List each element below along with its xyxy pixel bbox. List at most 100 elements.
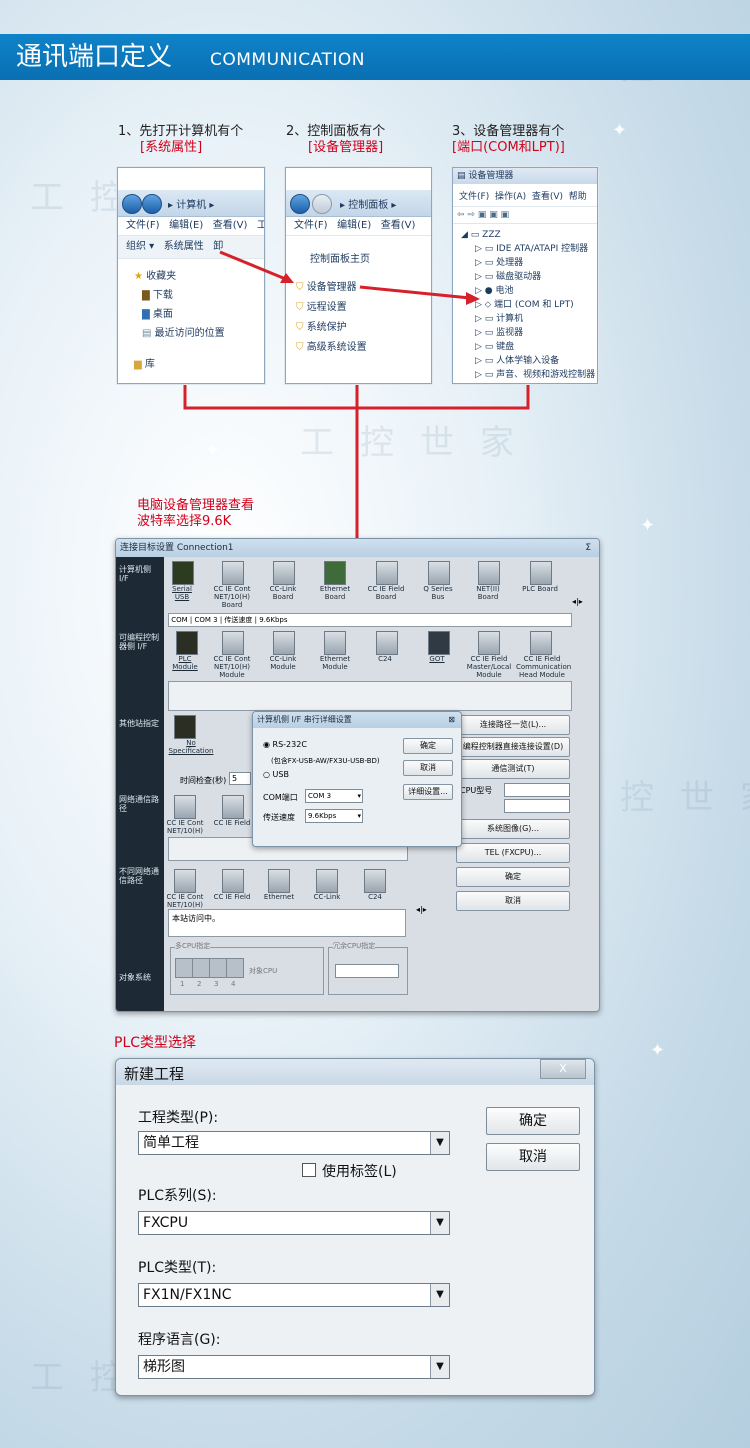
- got-icon[interactable]: [428, 631, 450, 655]
- diff-route-icon[interactable]: [364, 869, 386, 893]
- dm-item[interactable]: ▷ ▭ 监视器: [475, 328, 524, 338]
- tel-fxcpu-button[interactable]: TEL (FXCPU)...: [456, 843, 570, 863]
- other-station-icon[interactable]: [174, 715, 196, 739]
- diff-route-icon[interactable]: [268, 869, 290, 893]
- back-icon[interactable]: [290, 194, 310, 214]
- serial-usb-icon[interactable]: [172, 561, 194, 585]
- plc-module-icon[interactable]: [176, 631, 198, 655]
- serial-cancel-button[interactable]: 取消: [403, 760, 453, 776]
- dm-item[interactable]: ▷ ▭ 声音、视频和游戏控制器: [475, 370, 596, 380]
- ok-button[interactable]: 确定: [486, 1107, 580, 1135]
- dm-item[interactable]: ▷ ▭ 键盘: [475, 342, 515, 352]
- back-icon[interactable]: ⇦: [457, 210, 465, 220]
- menu-help[interactable]: 帮助: [568, 192, 587, 202]
- time-check-input[interactable]: 5: [229, 772, 251, 785]
- scan-icon[interactable]: ▣: [500, 210, 510, 220]
- close-icon[interactable]: ⊠: [448, 715, 455, 724]
- program-language-select[interactable]: 梯形图▼: [138, 1355, 450, 1379]
- q-series-bus-icon[interactable]: [428, 561, 450, 585]
- menu-view[interactable]: 查看(V): [380, 220, 416, 231]
- cpu-slot[interactable]: [226, 958, 244, 978]
- ethernet-board-icon[interactable]: [324, 561, 346, 585]
- net-ii-board-icon[interactable]: [478, 561, 500, 585]
- downloads-item[interactable]: ▇ 下载: [142, 290, 173, 301]
- c24-icon[interactable]: [376, 631, 398, 655]
- close-icon[interactable]: X: [540, 1059, 586, 1079]
- forward-icon[interactable]: ⇨: [467, 210, 475, 220]
- com-port-select[interactable]: COM 3▾: [305, 789, 363, 803]
- menu-file[interactable]: 文件(F): [126, 220, 160, 231]
- dm-root[interactable]: ◢ ▭ ZZZ: [461, 230, 501, 240]
- dm-item[interactable]: ▷ ▭ 计算机: [475, 314, 524, 324]
- dm-item[interactable]: ▷ ▭ 磁盘驱动器: [475, 272, 542, 282]
- cc-link-module-icon[interactable]: [273, 631, 295, 655]
- cancel-button[interactable]: 取消: [486, 1143, 580, 1171]
- cc-ie-field-head-icon[interactable]: [530, 631, 552, 655]
- cc-link-board-icon[interactable]: [273, 561, 295, 585]
- uninstall-button[interactable]: 卸: [213, 241, 224, 252]
- menu-view[interactable]: 查看(V): [531, 192, 564, 202]
- cpu-slot[interactable]: [209, 958, 227, 978]
- explorer-address[interactable]: ▸ 计算机 ▸: [168, 200, 215, 211]
- device-manager-link[interactable]: ⛉ 设备管理器: [296, 282, 357, 293]
- usb-radio[interactable]: ○ USB: [263, 770, 289, 779]
- diff-route-icon[interactable]: [222, 869, 244, 893]
- menu-tools[interactable]: 工: [257, 220, 264, 231]
- menu-file[interactable]: 文件(F): [294, 220, 328, 231]
- diff-route-scroll[interactable]: ◂|▸: [416, 905, 427, 914]
- use-label-checkbox[interactable]: [302, 1163, 316, 1177]
- cc-ie-field-master-icon[interactable]: [478, 631, 500, 655]
- serial-detail-button[interactable]: 详细设置...: [403, 784, 453, 800]
- system-properties-button[interactable]: 系统属性: [163, 241, 204, 252]
- net-route-cc-ie-cont-icon[interactable]: [174, 795, 196, 819]
- diff-route-icon[interactable]: [316, 869, 338, 893]
- desktop-item[interactable]: ▇ 桌面: [142, 309, 173, 320]
- help-icon[interactable]: ▣: [489, 210, 498, 220]
- cp-address[interactable]: ▸ 控制面板 ▸: [340, 200, 397, 211]
- ethernet-module-icon[interactable]: [324, 631, 346, 655]
- system-image-button[interactable]: 系统图像(G)...: [456, 819, 570, 839]
- menu-action[interactable]: 操作(A): [494, 192, 527, 202]
- cancel-button[interactable]: 取消: [456, 891, 570, 911]
- advanced-settings-link[interactable]: ⛉ 高级系统设置: [296, 342, 367, 353]
- menu-edit[interactable]: 编辑(E): [169, 220, 204, 231]
- organize-button[interactable]: 组织: [126, 241, 146, 252]
- redundant-cpu-select[interactable]: [335, 964, 399, 978]
- system-protection-link[interactable]: ⛉ 系统保护: [296, 322, 347, 333]
- cc-ie-field-board-icon[interactable]: [376, 561, 398, 585]
- diff-route-icon[interactable]: [174, 869, 196, 893]
- dm-item[interactable]: ▷ ▭ 处理器: [475, 258, 524, 268]
- dm-item[interactable]: ▷ ● 电池: [475, 286, 514, 296]
- tree-icon[interactable]: ▣: [477, 210, 487, 220]
- serial-ok-button[interactable]: 确定: [403, 738, 453, 754]
- plc-board-icon[interactable]: [530, 561, 552, 585]
- cc-ie-cont-board-icon[interactable]: [222, 561, 244, 585]
- library-item[interactable]: ▆ 库: [134, 359, 155, 370]
- rs232-radio[interactable]: ◉ RS-232C: [263, 740, 307, 749]
- cc-ie-cont-module-icon[interactable]: [222, 631, 244, 655]
- net-route-cc-ie-field-icon[interactable]: [222, 795, 244, 819]
- cpu-slot[interactable]: [175, 958, 193, 978]
- direct-connection-button[interactable]: 编程控制器直接连接设置(D): [456, 737, 570, 757]
- comm-test-button[interactable]: 通信测试(T): [456, 759, 570, 779]
- menu-edit[interactable]: 编辑(E): [337, 220, 372, 231]
- dm-item-ports[interactable]: ▷ ⬦ 端口 (COM 和 LPT): [475, 300, 574, 310]
- recent-item[interactable]: ▤ 最近访问的位置: [142, 328, 225, 339]
- close-icon[interactable]: Σ: [585, 543, 591, 553]
- plc-series-select[interactable]: FXCPU▼: [138, 1211, 450, 1235]
- ok-button[interactable]: 确定: [456, 867, 570, 887]
- menu-view[interactable]: 查看(V): [212, 220, 248, 231]
- pc-if-scroll[interactable]: ◂|▸: [572, 597, 583, 606]
- cpu-slot[interactable]: [192, 958, 210, 978]
- transfer-speed-select[interactable]: 9.6Kbps▾: [305, 809, 363, 823]
- menu-file[interactable]: 文件(F): [459, 192, 490, 202]
- favorites-item[interactable]: ★ 收藏夹: [134, 271, 177, 282]
- connection-path-list-button[interactable]: 连接路径一览(L)...: [456, 715, 570, 735]
- dm-item[interactable]: ▷ ▭ 人体学输入设备: [475, 356, 560, 366]
- project-type-select[interactable]: 简单工程▼: [138, 1131, 450, 1155]
- remote-settings-link[interactable]: ⛉ 远程设置: [296, 302, 347, 313]
- cp-home-link[interactable]: 控制面板主页: [310, 254, 370, 265]
- plc-type-select[interactable]: FX1N/FX1NC▼: [138, 1283, 450, 1307]
- forward-icon[interactable]: [142, 194, 162, 214]
- back-icon[interactable]: [122, 194, 142, 214]
